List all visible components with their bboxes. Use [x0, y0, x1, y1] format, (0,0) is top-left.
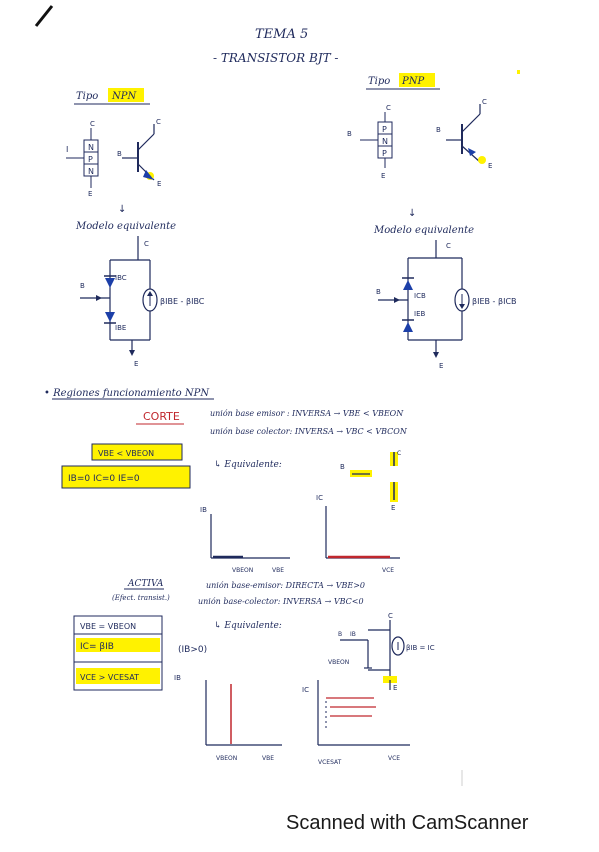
- activa-eq-ib: IB: [350, 631, 356, 638]
- activa-title: ACTIVA: [127, 579, 164, 589]
- activa-g1-xlabel2: VBE: [262, 755, 274, 762]
- pnp-tipo-value: PNP: [401, 76, 424, 87]
- npn-symbol-b: B: [117, 150, 122, 158]
- pnp-modelo-label: Modelo equivalente: [373, 225, 474, 236]
- npn-block-n1: N: [88, 143, 94, 152]
- pnp-symbol: C B E: [436, 98, 492, 170]
- page-subtitle: - TRANSISTOR BJT -: [213, 51, 338, 65]
- npn-block-p: P: [88, 155, 93, 164]
- npn-eq-e: E: [134, 360, 138, 368]
- activa-eq-vbeon: VBEON: [328, 659, 349, 666]
- corte-equivalent-circuit: B C E: [340, 450, 401, 512]
- activa-eq-c: C: [388, 612, 393, 620]
- regiones-heading: • Regiones funcionamiento NPN: [44, 388, 210, 399]
- activa-eq-e: E: [393, 684, 397, 692]
- pnp-icb-label: ICB: [414, 292, 426, 300]
- activa-g2-xlabel2: VCE: [388, 755, 400, 762]
- pnp-eq-b: B: [376, 288, 381, 296]
- pnp-symbol-c: C: [482, 98, 487, 106]
- npn-down-arrow: ↓: [118, 204, 126, 215]
- npn-symbol: C B E: [117, 118, 161, 188]
- npn-block-n2: N: [88, 167, 94, 176]
- activa-subtitle: (Efect. transist.): [112, 594, 170, 602]
- pnp-symbol-b: B: [436, 126, 441, 134]
- corte-graph-ib: IB VBEON VBE: [200, 506, 290, 574]
- corte-line1: unión base emisor : INVERSA → VBE < VBEO…: [210, 409, 404, 418]
- activa-line2: unión base-colector: INVERSA → VBC<0: [198, 597, 364, 606]
- corte-eq-c: C: [397, 450, 401, 457]
- npn-eq-c: C: [144, 240, 149, 248]
- corte-title: CORTE: [143, 410, 180, 423]
- npn-ibc-label: IBC: [115, 274, 127, 282]
- corte-conditions-box: VBE < VBEON IB=0 IC=0 IE=0: [61, 443, 191, 489]
- activa-graph-ic: IC VCESAT VCE: [302, 680, 410, 766]
- corte-graph-ic: IC VCE: [316, 494, 400, 574]
- pnp-block-b: B: [347, 130, 352, 138]
- corte-g1-ylabel: IB: [200, 506, 207, 514]
- corte-g2-xlabel: VCE: [382, 567, 394, 574]
- npn-block-c: C: [90, 120, 95, 128]
- activa-conditions-box: VBE = VBEON IC= βIB VCE > VCESAT: [73, 615, 163, 691]
- corte-eq-e: E: [391, 504, 395, 512]
- activa-eq-source: βIB = IC: [406, 644, 435, 652]
- activa-graph-ib: IB VBEON VBE: [174, 674, 282, 762]
- activa-box3: VCE > VCESAT: [80, 673, 139, 682]
- activa-box1: VBE = VBEON: [80, 622, 136, 631]
- corte-equiv: ↳ Equivalente:: [214, 460, 282, 470]
- activa-line1: unión base-emisor: DIRECTA → VBE>0: [206, 581, 365, 590]
- npn-block-e: E: [88, 190, 92, 198]
- pnp-block-p1: P: [382, 125, 387, 134]
- activa-box2-extra: (IB>0): [178, 645, 207, 655]
- pnp-ieb-label: IEB: [414, 310, 425, 318]
- activa-g2-xlabel1: VCESAT: [318, 759, 342, 766]
- pnp-tipo-label: Tipo: [368, 76, 390, 87]
- activa-equivalent-circuit: B IB C βIB = IC VBEON E: [328, 612, 435, 692]
- pnp-block-c: C: [386, 104, 391, 112]
- npn-tipo-label: Tipo: [76, 91, 98, 102]
- corte-g2-ylabel: IC: [316, 494, 323, 502]
- corte-eq-b: B: [340, 463, 345, 471]
- npn-block-base-label: I: [66, 145, 68, 154]
- pnp-symbol-e: E: [488, 162, 492, 170]
- page-title: TEMA 5: [255, 27, 308, 42]
- corner-mark: [34, 5, 54, 27]
- corte-g1-xlabel1: VBEON: [232, 567, 253, 574]
- activa-g1-xlabel1: VBEON: [216, 755, 237, 762]
- pnp-down-arrow: ↓: [408, 208, 416, 219]
- pnp-block-e: E: [381, 172, 385, 180]
- corte-box1: VBE < VBEON: [98, 449, 154, 458]
- pnp-source-label: βIEB - βICB: [472, 297, 517, 306]
- pnp-equivalent-circuit: C E ICB IEB B βIEB - βICB: [376, 240, 517, 370]
- npn-symbol-c: C: [156, 118, 161, 126]
- npn-source-label: βIBE - βIBC: [160, 297, 205, 306]
- stray-highlight: [517, 70, 520, 74]
- npn-tipo-value: NPN: [111, 91, 137, 102]
- pnp-block-p2: P: [382, 149, 387, 158]
- pnp-block: P N P B C E: [347, 104, 393, 180]
- npn-block: N P N I C E: [66, 120, 99, 198]
- activa-g2-ylabel: IC: [302, 686, 309, 694]
- activa-g1-ylabel: IB: [174, 674, 181, 682]
- corte-g1-xlabel2: VBE: [272, 567, 284, 574]
- pnp-highlight: [399, 73, 435, 87]
- activa-equiv: ↳ Equivalente:: [214, 621, 282, 631]
- pnp-eq-c: C: [446, 242, 451, 250]
- npn-symbol-e: E: [157, 180, 161, 188]
- pnp-eq-e: E: [439, 362, 443, 370]
- npn-equivalent-circuit: C E IBC IBE B βIBE - βIBC: [80, 236, 205, 368]
- pnp-block-n: N: [382, 137, 388, 146]
- npn-modelo-label: Modelo equivalente: [75, 221, 176, 232]
- npn-ibe-label: IBE: [115, 324, 126, 332]
- corte-box2: IB=0 IC=0 IE=0: [68, 474, 140, 484]
- npn-highlight: [108, 88, 144, 102]
- corte-line2: unión base colector: INVERSA → VBC < VBC…: [210, 427, 408, 436]
- activa-eq-b: B: [338, 631, 342, 638]
- npn-eq-b: B: [80, 282, 85, 290]
- scanner-watermark: Scanned with CamScanner: [286, 812, 529, 834]
- activa-box2: IC= βIB: [80, 642, 114, 652]
